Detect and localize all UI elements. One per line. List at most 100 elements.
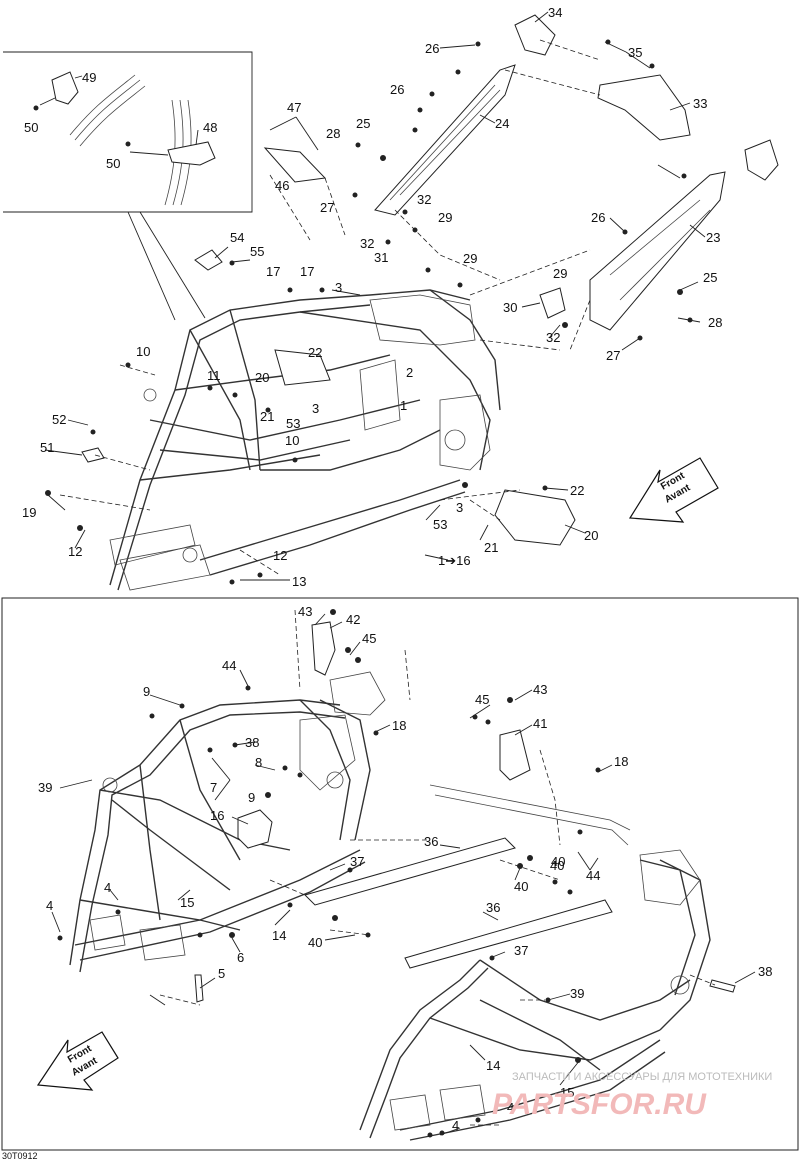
callout-label: 32 [360, 236, 374, 251]
callout-label: 50 [24, 120, 38, 135]
callout-label: 25 [356, 116, 370, 131]
callout-label: 48 [203, 120, 217, 135]
bottom-right-frame [359, 849, 711, 1141]
inset-box [3, 51, 253, 213]
callout-label: 20 [584, 528, 598, 543]
callout-label: 8 [255, 755, 262, 770]
callout-label: 23 [706, 230, 720, 245]
callout-label: 25 [703, 270, 717, 285]
figure-code: 30T0912 [2, 1151, 38, 1161]
callout-label: 15 [560, 1085, 574, 1100]
rail-36-upper [304, 837, 516, 906]
callout-label: 52 [52, 412, 66, 427]
bottom-section: 43 42 45 44 9 18 45 43 41 38 8 39 7 9 18… [36, 604, 772, 1141]
pin-5 [194, 974, 204, 1003]
callout-label: 53 [433, 517, 447, 532]
callout-label: 19 [22, 505, 36, 520]
callout-label: 45 [475, 692, 489, 707]
callout-label: 21 [484, 540, 498, 555]
footrest-20b [274, 349, 331, 386]
rail-36-lower [404, 899, 613, 969]
callout-label: 51 [40, 440, 54, 455]
callout-label: 29 [463, 251, 477, 266]
callout-label: 39 [38, 780, 52, 795]
bracket-33b [744, 139, 779, 181]
callout-label: 26 [390, 82, 404, 97]
bracket-49 [51, 71, 79, 105]
bracket-46 [263, 147, 327, 183]
watermark-logo: PARTSFOR.RU [492, 1088, 707, 1121]
callout-label: 30 [503, 300, 517, 315]
callout-label: 1 [400, 398, 407, 413]
callout-label: 4 [452, 1118, 459, 1133]
callout-label: 35 [628, 45, 642, 60]
callout-label: 3 [456, 500, 463, 515]
callout-label: 22 [308, 345, 322, 360]
callout-label: 27 [320, 200, 334, 215]
callout-label: 20 [255, 370, 269, 385]
callout-label: 31 [374, 250, 388, 265]
bracket-42 [311, 621, 336, 676]
bottom-left-frame [69, 671, 386, 973]
bracket-51 [81, 447, 105, 463]
callout-label: 9 [143, 684, 150, 699]
callout-label: 14 [272, 928, 286, 943]
callout-label: 12 [68, 544, 82, 559]
bracket-54 [194, 249, 223, 271]
fasteners-bottom [57, 609, 601, 1138]
callout-label: 26 [425, 41, 439, 56]
bracket-48 [167, 141, 216, 166]
top-callouts: 49 50 48 50 34 26 35 33 24 26 47 28 25 4… [22, 5, 722, 589]
callout-label: 7 [210, 780, 217, 795]
callout-label: 10 [285, 433, 299, 448]
callout-label: 38 [758, 964, 772, 979]
watermark-tagline: ЗАПЧАСТИ И АКСЕССУАРЫ ДЛЯ МОТОТЕХНИКИ [512, 1071, 772, 1083]
callout-label: 43 [298, 604, 312, 619]
callout-label: 4 [104, 880, 111, 895]
callout-label: 29 [438, 210, 452, 225]
callout-label: 36 [486, 900, 500, 915]
top-section: 49 50 48 50 34 26 35 33 24 26 47 28 25 4… [3, 5, 779, 591]
callout-label: 38 [245, 735, 259, 750]
callout-label: 18 [614, 754, 628, 769]
callout-label: 4 [46, 898, 53, 913]
callout-label: 21 [260, 409, 274, 424]
bracket-34 [514, 14, 556, 56]
connector-16 [237, 809, 273, 849]
callout-label: 44 [586, 868, 600, 883]
callout-label: 49 [82, 70, 96, 85]
callout-label: 40 [551, 854, 565, 869]
callout-label: 43 [533, 682, 547, 697]
callout-label: 40 [550, 858, 564, 873]
callout-label: 40 [514, 879, 528, 894]
callout-label: 44 [222, 658, 236, 673]
callout-label: 47 [287, 100, 301, 115]
callout-label: 37 [350, 854, 364, 869]
bracket-41 [499, 729, 531, 781]
callout-label: 45 [362, 631, 376, 646]
bracket-30 [539, 287, 566, 319]
watermark: ЗАПЧАСТИ И АКСЕССУАРЫ ДЛЯ МОТОТЕХНИКИ PA… [492, 1071, 772, 1121]
callout-label: 50 [106, 156, 120, 171]
bracket-33 [597, 74, 691, 141]
footrest-20 [494, 489, 576, 546]
callout-label: 1➔16 [438, 553, 471, 568]
callout-label: 5 [218, 966, 225, 981]
callout-label: 54 [230, 230, 244, 245]
front-arrow-icon: Front Avant [628, 457, 719, 523]
callout-label: 32 [417, 192, 431, 207]
callout-label: 46 [275, 178, 289, 193]
callout-label: 22 [570, 483, 584, 498]
callout-label: 24 [495, 116, 509, 131]
callout-label: 36 [424, 834, 438, 849]
callout-label: 10 [136, 344, 150, 359]
fasteners-top [45, 39, 693, 585]
callout-label: 2 [406, 365, 413, 380]
callout-label: 37 [514, 943, 528, 958]
bottom-section-box [1, 597, 799, 1151]
front-arrow-icon: Front Avant [36, 1031, 119, 1091]
callout-label: 17 [300, 264, 314, 279]
callout-label: 28 [326, 126, 340, 141]
callout-label: 40 [308, 935, 322, 950]
callout-label: 6 [237, 950, 244, 965]
